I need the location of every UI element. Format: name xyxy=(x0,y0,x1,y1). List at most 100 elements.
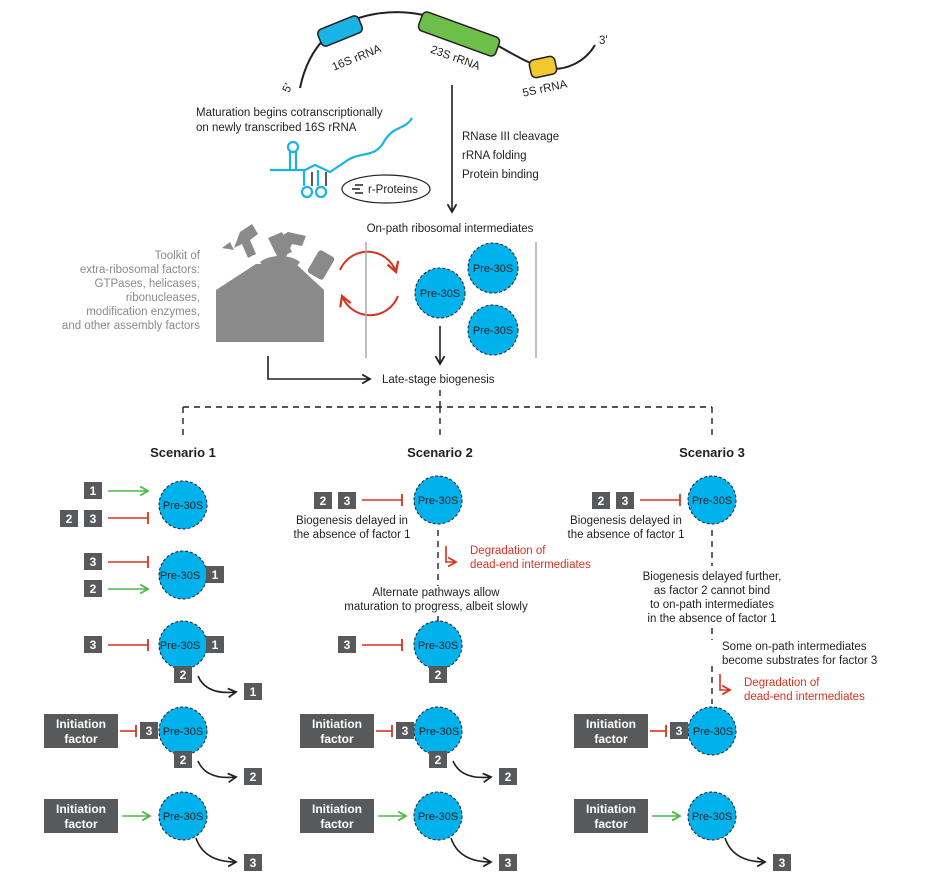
svg-text:Initiation: Initiation xyxy=(586,802,636,816)
s1-row2: 3 2 Pre-30S 1 xyxy=(84,550,224,600)
svg-text:maturation to progress, albeit: maturation to progress, albeit slowly xyxy=(344,601,528,613)
scenario-1-title: Scenario 1 xyxy=(150,445,216,460)
svg-text:Pre-30S: Pre-30S xyxy=(418,811,458,823)
svg-text:Pre-30S: Pre-30S xyxy=(692,811,732,823)
r-protein-dashes-icon xyxy=(352,184,363,194)
gene-23s-block xyxy=(417,11,501,57)
svg-text:Pre-30S: Pre-30S xyxy=(473,263,513,275)
svg-text:Initiation: Initiation xyxy=(586,717,636,731)
svg-text:and other assembly factors: and other assembly factors xyxy=(62,320,200,332)
on-path-label: On-path ribosomal intermediates xyxy=(367,223,534,235)
cycle-arrows-icon xyxy=(339,250,400,317)
svg-text:Initiation: Initiation xyxy=(312,717,362,731)
svg-text:factor: factor xyxy=(320,732,354,746)
svg-text:factor: factor xyxy=(64,732,98,746)
svg-text:1: 1 xyxy=(250,685,257,699)
processing-step-2: rRNA folding xyxy=(462,150,527,162)
nascent-16s-rrna-icon xyxy=(270,117,413,199)
svg-text:Degradation of: Degradation of xyxy=(744,677,820,689)
svg-text:3: 3 xyxy=(250,856,257,870)
svg-text:Pre-30S: Pre-30S xyxy=(163,811,203,823)
three-prime-label: 3' xyxy=(599,35,608,47)
svg-text:factor: factor xyxy=(64,817,98,831)
s2-row2: 3 Pre-30S 2 xyxy=(338,620,463,683)
s2-row4: Initiation factor Pre-30S 3 xyxy=(300,791,517,871)
maturation-text-1: Maturation begins cotranscriptionally xyxy=(196,107,383,119)
svg-text:in the absence of factor 1: in the absence of factor 1 xyxy=(647,613,776,625)
scenario-2-title: Scenario 2 xyxy=(407,445,473,460)
svg-text:as factor 2 cannot bind: as factor 2 cannot bind xyxy=(654,585,770,597)
svg-text:Biogenesis delayed in: Biogenesis delayed in xyxy=(570,515,682,527)
toolkit-to-late-stage-arrow xyxy=(267,356,372,385)
svg-text:GTPases, helicases,: GTPases, helicases, xyxy=(95,278,200,290)
svg-text:3: 3 xyxy=(344,638,351,652)
svg-text:the absence of factor 1: the absence of factor 1 xyxy=(294,529,411,541)
svg-text:Pre-30S: Pre-30S xyxy=(160,640,200,652)
svg-text:Pre-30S: Pre-30S xyxy=(692,495,732,507)
s3-row2: Initiation factor 3 Pre-30S xyxy=(574,706,737,756)
svg-text:2: 2 xyxy=(505,770,512,784)
gene-5s-label: 5S rRNA xyxy=(521,78,568,99)
pre30s-pool-3: Pre-30S xyxy=(467,304,519,356)
svg-text:Biogenesis delayed further,: Biogenesis delayed further, xyxy=(643,571,782,583)
svg-text:3: 3 xyxy=(622,494,629,508)
svg-text:2: 2 xyxy=(180,668,187,682)
svg-text:Biogenesis delayed in: Biogenesis delayed in xyxy=(296,515,408,527)
s1-row5: Initiation factor Pre-30S 3 xyxy=(44,791,262,871)
s1-row1: 1 2 3 Pre-30S xyxy=(60,480,208,530)
s2-row1: 2 3 Pre-30S Biogenesis delayed in the ab… xyxy=(294,475,463,541)
svg-text:Pre-30S: Pre-30S xyxy=(163,726,203,738)
svg-text:Pre-30S: Pre-30S xyxy=(419,726,459,738)
s2-row3: Initiation factor 3 Pre-30S 2 2 xyxy=(300,706,517,785)
late-stage-label: Late-stage biogenesis xyxy=(382,374,495,386)
svg-text:2: 2 xyxy=(320,494,327,508)
s3-row1: 2 3 Pre-30S Biogenesis delayed in the ab… xyxy=(568,475,737,541)
scenario-3-title: Scenario 3 xyxy=(679,445,745,460)
svg-text:factor: factor xyxy=(320,817,354,831)
svg-text:Pre-30S: Pre-30S xyxy=(473,325,513,337)
svg-text:Pre-30S: Pre-30S xyxy=(693,726,733,738)
svg-text:2: 2 xyxy=(66,512,73,526)
svg-text:Pre-30S: Pre-30S xyxy=(418,495,458,507)
svg-text:the absence of factor 1: the absence of factor 1 xyxy=(568,529,685,541)
s1-row3: 3 Pre-30S 1 2 1 xyxy=(84,620,262,700)
processing-step-1: RNase III cleavage xyxy=(462,131,559,143)
five-prime-label: 5' xyxy=(281,82,296,95)
svg-text:to on-path intermediates: to on-path intermediates xyxy=(650,599,774,611)
svg-text:3: 3 xyxy=(402,724,409,738)
svg-text:2: 2 xyxy=(250,770,257,784)
toolkit-text: Toolkit of extra-ribosomal factors: GTPa… xyxy=(62,250,201,332)
svg-text:extra-ribosomal factors:: extra-ribosomal factors: xyxy=(80,264,200,276)
svg-text:2: 2 xyxy=(435,668,442,682)
gene-16s-block xyxy=(316,15,364,47)
svg-text:Pre-30S: Pre-30S xyxy=(160,570,200,582)
scenario-3: 2 3 Pre-30S Biogenesis delayed in the ab… xyxy=(568,475,877,871)
pre30s-pool-1: Pre-30S xyxy=(467,242,519,294)
svg-text:dead-end intermediates: dead-end intermediates xyxy=(744,691,865,703)
svg-text:3: 3 xyxy=(90,638,97,652)
gene-16s-label: 16S rRNA xyxy=(331,43,384,74)
pre30s-pool-2: Pre-30S xyxy=(414,267,466,319)
rrna-operon: 5' 3' 16S rRNA 23S rRNA 5S rRNA xyxy=(281,11,608,100)
svg-text:factor: factor xyxy=(594,732,628,746)
svg-text:1: 1 xyxy=(212,638,219,652)
svg-text:Alternate pathways allow: Alternate pathways allow xyxy=(372,587,500,599)
scenario-2: 2 3 Pre-30S Biogenesis delayed in the ab… xyxy=(294,475,591,871)
svg-text:become substrates for factor 3: become substrates for factor 3 xyxy=(722,655,877,667)
svg-text:3: 3 xyxy=(90,512,97,526)
svg-text:dead-end intermediates: dead-end intermediates xyxy=(470,559,591,571)
svg-text:2: 2 xyxy=(435,753,442,767)
r-proteins-ellipse xyxy=(341,174,431,204)
svg-text:3: 3 xyxy=(676,724,683,738)
scenario-1: 1 2 3 Pre-30S 3 2 Pre-30S 1 3 Pre-30S xyxy=(44,480,262,871)
svg-text:1: 1 xyxy=(90,484,97,498)
s1-row4: Initiation factor 3 Pre-30S 2 2 xyxy=(44,706,262,785)
s3-degradation-arrow xyxy=(719,674,732,696)
svg-text:3: 3 xyxy=(90,555,97,569)
toolbox-icon xyxy=(216,224,335,342)
svg-text:1: 1 xyxy=(212,568,219,582)
maturation-text-2: on newly transcribed 16S rRNA xyxy=(196,122,357,134)
processing-step-3: Protein binding xyxy=(462,169,539,181)
